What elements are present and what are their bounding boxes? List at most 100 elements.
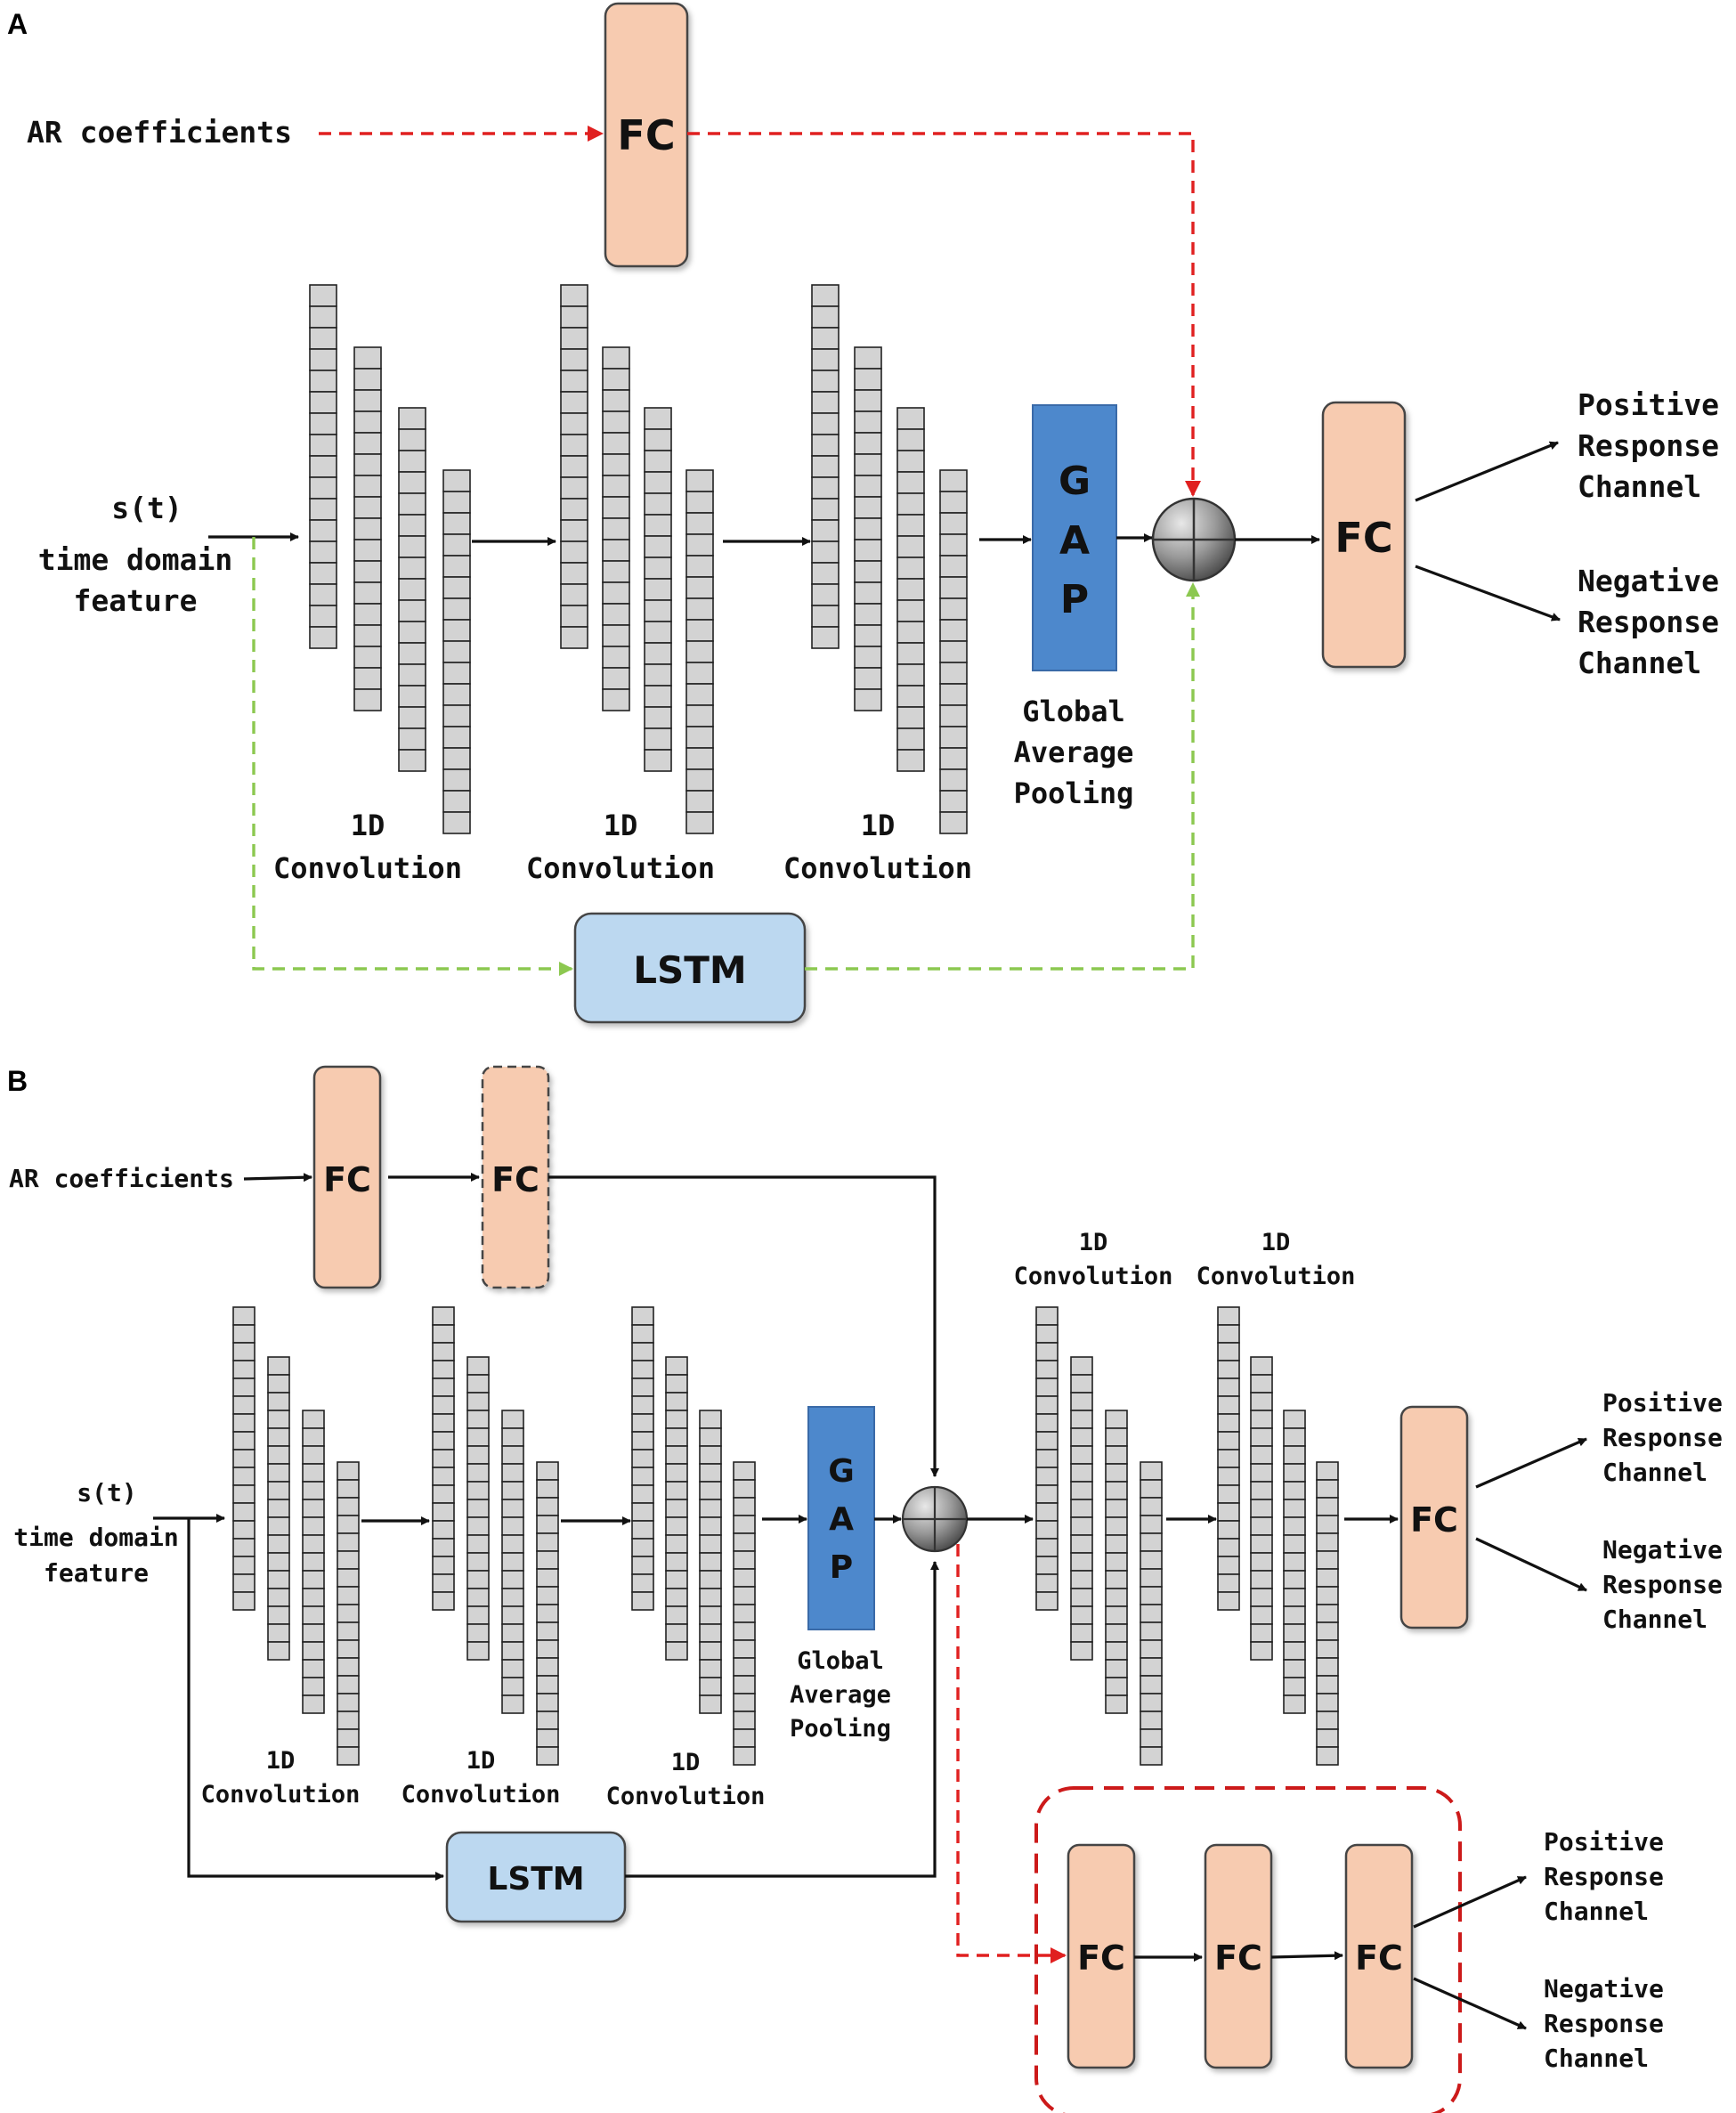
feature-map-column [398, 407, 426, 772]
panel-b-lstm: LSTM [445, 1831, 627, 1923]
feature-cell [432, 1395, 455, 1415]
feature-cell [353, 688, 382, 711]
feature-cell [302, 1516, 325, 1536]
panel-b-gap-letter-a: A [829, 1501, 854, 1538]
feature-cell [1140, 1639, 1163, 1659]
feature-cell [302, 1552, 325, 1572]
feature-cell [267, 1605, 290, 1625]
feature-cell [1283, 1570, 1306, 1589]
feature-cell [1035, 1413, 1059, 1433]
feature-cell [432, 1378, 455, 1397]
feature-cell [854, 475, 882, 498]
feature-cell [1283, 1445, 1306, 1465]
feature-cell [685, 555, 714, 578]
feature-cell [811, 327, 840, 350]
feature-cell [685, 790, 714, 813]
panel-a-fc-output-box [1321, 401, 1407, 669]
feature-cell [560, 626, 588, 649]
feature-cell [939, 597, 968, 621]
feature-cell [733, 1497, 756, 1516]
panel-a-lstm: LSTM [573, 912, 807, 1024]
feature-cell [602, 539, 630, 562]
feature-cell [353, 432, 382, 455]
feature-cell [337, 1479, 360, 1499]
feature-cell [466, 1623, 490, 1643]
feature-cell [232, 1502, 256, 1522]
feature-cell [501, 1463, 524, 1483]
feature-cell [1070, 1534, 1093, 1554]
panel-b-conv3-label-bottom: Convolution [606, 1783, 766, 1810]
feature-cell [501, 1445, 524, 1465]
feature-cell [232, 1484, 256, 1504]
feature-cell [442, 640, 471, 663]
feature-map-column [1250, 1356, 1273, 1661]
feature-cell [939, 576, 968, 599]
feature-cell [854, 432, 882, 455]
feature-cell [685, 704, 714, 727]
feature-cell [1105, 1445, 1128, 1465]
feature-cell [854, 410, 882, 434]
feature-cell [337, 1639, 360, 1659]
feature-cell [1217, 1467, 1240, 1486]
feature-cell [398, 685, 426, 708]
feature-cell [1105, 1410, 1128, 1429]
feature-cell [602, 368, 630, 391]
feature-cell [309, 348, 337, 371]
feature-cell [466, 1427, 490, 1447]
feature-cell [602, 517, 630, 540]
feature-cell [501, 1410, 524, 1429]
panel-b-fc-second: FC [481, 1065, 550, 1289]
feature-cell [631, 1502, 654, 1522]
feature-cell [811, 412, 840, 435]
panel-b-positive-line-2: Response [1602, 1423, 1723, 1452]
panel-b-chain-positive-line-3: Channel [1544, 1897, 1649, 1926]
feature-cell [466, 1392, 490, 1411]
feature-cell [466, 1463, 490, 1483]
feature-cell [631, 1520, 654, 1540]
feature-cell [631, 1573, 654, 1593]
feature-cell [1105, 1516, 1128, 1536]
feature-cell [854, 603, 882, 626]
feature-cell [560, 412, 588, 435]
feature-cell [665, 1481, 688, 1500]
feature-cell [442, 726, 471, 749]
feature-cell [302, 1659, 325, 1678]
feature-cell [232, 1360, 256, 1379]
feature-cell [665, 1445, 688, 1465]
feature-cell [432, 1413, 455, 1433]
feature-map-column [644, 407, 672, 772]
feature-cell [466, 1516, 490, 1536]
feature-cell [602, 603, 630, 626]
feature-cell [353, 539, 382, 562]
feature-cell [536, 1461, 559, 1481]
feature-cell [302, 1623, 325, 1643]
feature-map-column [1217, 1306, 1240, 1611]
feature-cell [560, 519, 588, 542]
feature-cell [353, 624, 382, 647]
feature-cell [560, 562, 588, 585]
feature-cell [644, 749, 672, 772]
feature-cell [896, 428, 925, 451]
feature-cell [1316, 1550, 1339, 1570]
feature-cell [1140, 1711, 1163, 1730]
feature-cell [685, 512, 714, 535]
feature-cell [398, 663, 426, 687]
feature-cell [811, 605, 840, 628]
feature-map-column [466, 1356, 490, 1661]
panel-b-conv-block-1 [232, 1306, 360, 1766]
feature-cell [442, 768, 471, 792]
feature-cell [602, 667, 630, 690]
feature-cell [811, 370, 840, 393]
feature-cell [1140, 1479, 1163, 1499]
feature-map-column [1105, 1410, 1128, 1714]
feature-cell [1283, 1410, 1306, 1429]
panel-b-chain-negative-line-3: Channel [1544, 2044, 1649, 2073]
feature-cell [337, 1728, 360, 1748]
feature-cell [1316, 1693, 1339, 1712]
panel-a-conv-block-1 [309, 284, 471, 834]
feature-cell [631, 1467, 654, 1486]
feature-cell [1070, 1552, 1093, 1572]
feature-cell [232, 1591, 256, 1611]
feature-cell [267, 1481, 290, 1500]
feature-cell [432, 1484, 455, 1504]
